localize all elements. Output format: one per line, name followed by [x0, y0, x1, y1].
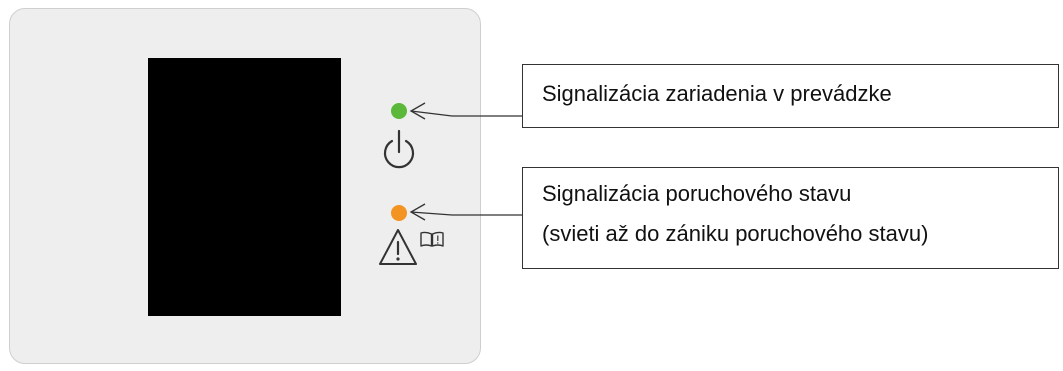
- fault-led: [391, 205, 407, 221]
- fault-callout: Signalizácia poruchového stavu (svieti a…: [522, 167, 1059, 269]
- fault-callout-line-2: (svieti až do zániku poruchového stavu): [542, 221, 929, 246]
- operation-callout-text: Signalizácia zariadenia v prevádzke: [542, 81, 892, 106]
- warning-triangle-icon: [379, 229, 417, 265]
- display-screen: [148, 58, 341, 316]
- operation-callout: Signalizácia zariadenia v prevádzke: [522, 64, 1059, 128]
- operation-led: [391, 103, 407, 119]
- fault-callout-line-1: Signalizácia poruchového stavu: [542, 181, 852, 206]
- power-icon: [383, 129, 415, 169]
- manual-book-icon: [420, 231, 444, 247]
